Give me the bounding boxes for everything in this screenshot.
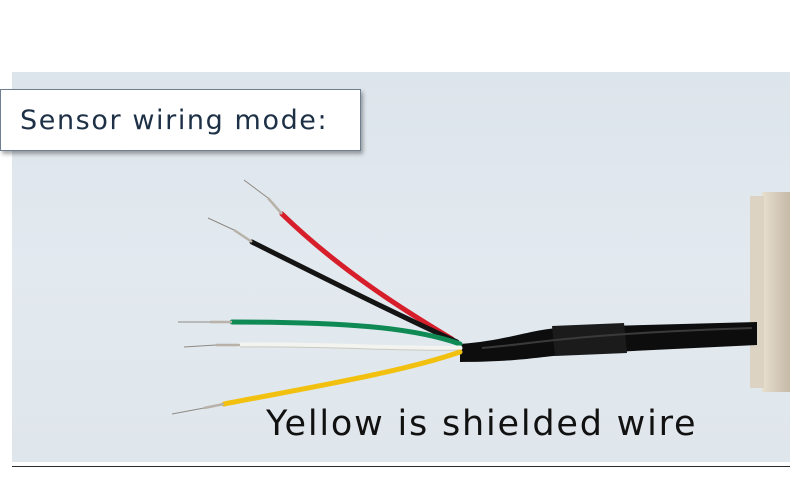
sensor-cable (460, 322, 757, 362)
page-title: Sensor wiring mode: (20, 104, 329, 136)
green-wire (178, 319, 463, 347)
photo-caption: Yellow is shielded wire (266, 404, 698, 444)
white-wire (183, 342, 463, 351)
title-banner: Sensor wiring mode: (0, 89, 361, 151)
divider (12, 466, 790, 467)
sensor-body (750, 192, 790, 392)
red-wire (243, 179, 455, 342)
sensor-wiring-photo: Yellow is shielded wire (12, 72, 790, 462)
wiring-illustration (171, 179, 790, 415)
yellow-wire (171, 349, 463, 415)
black-wire (207, 217, 460, 345)
